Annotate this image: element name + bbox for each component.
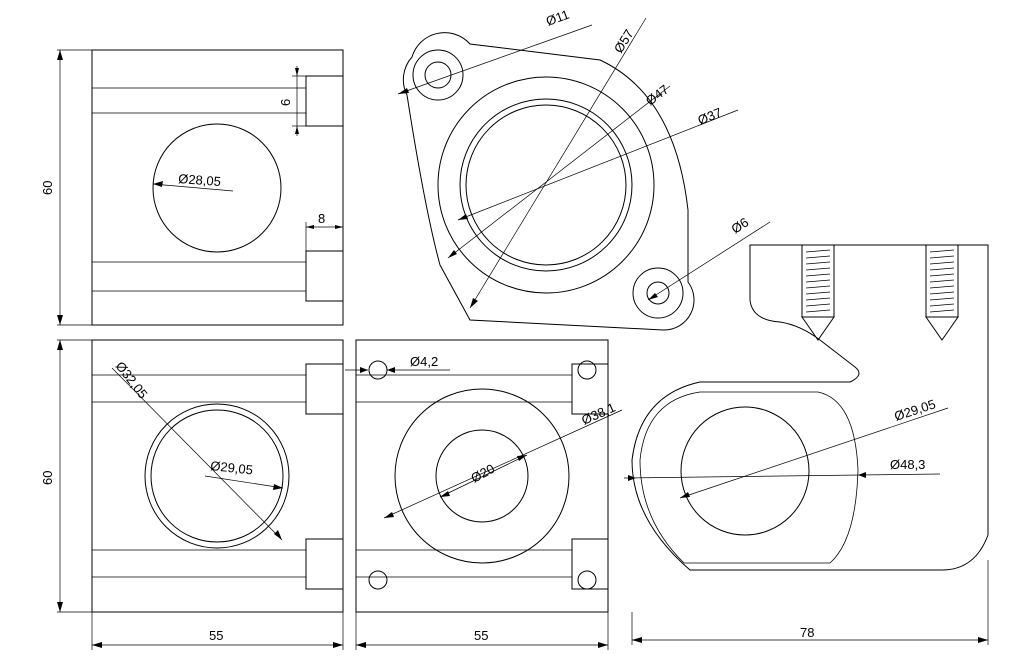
flange-pitch-circle bbox=[437, 76, 655, 294]
dim-bottom-mid-hole: Ø4,2 bbox=[410, 354, 438, 369]
dim-flange-pitch: Ø47 bbox=[643, 82, 672, 109]
dim-flange-bore: Ø37 bbox=[696, 105, 724, 128]
bolt-boss-bottom bbox=[632, 267, 684, 319]
dim-clamp-inner: Ø29,05 bbox=[892, 396, 937, 423]
dim-bottom-mid-width: 55 bbox=[474, 628, 488, 643]
block-outline bbox=[355, 339, 609, 613]
outer-circle bbox=[144, 403, 290, 549]
clamp-outline bbox=[631, 244, 989, 571]
inner-circle bbox=[150, 409, 284, 543]
dim-flange-small-hole: Ø6 bbox=[728, 214, 751, 236]
dim-bottom-mid-inner: Ø20 bbox=[468, 461, 497, 486]
dim-bottom-left-inner: Ø29,05 bbox=[210, 458, 254, 477]
flange-bore-inner bbox=[465, 104, 627, 266]
dim-clamp-width: 78 bbox=[800, 625, 814, 640]
pin-hole-bottom-left bbox=[368, 570, 388, 590]
bolt-hole-bottom bbox=[646, 281, 670, 305]
pin-hole-top-right bbox=[577, 360, 597, 380]
dim-front-step: 8 bbox=[318, 211, 325, 226]
flange-outline bbox=[402, 32, 695, 331]
view-top-left: Ø28,05 60 6 8 bbox=[40, 49, 344, 326]
inner-circle bbox=[435, 429, 529, 523]
clamp-bore bbox=[680, 406, 810, 536]
bolt-hole-top bbox=[424, 61, 452, 89]
dim-bottom-mid-outer: Ø38,1 bbox=[579, 400, 617, 428]
block-outline bbox=[91, 339, 344, 613]
pin-hole-bottom-right bbox=[577, 570, 597, 590]
outer-circle bbox=[394, 388, 570, 564]
flange-bore-outer bbox=[459, 98, 633, 272]
view-bottom-left: Ø32,05 Ø29,05 60 55 bbox=[40, 339, 344, 650]
view-flange: Ø11 Ø57 Ø47 Ø37 Ø6 bbox=[397, 7, 771, 331]
dim-bottom-left-width: 55 bbox=[209, 628, 223, 643]
pin-hole-top-left bbox=[368, 360, 388, 380]
clamp-inner-profile bbox=[639, 391, 859, 564]
bolt-boss-top bbox=[412, 49, 464, 101]
dim-front-slot: 6 bbox=[278, 99, 293, 106]
view-bottom-middle: Ø4,2 Ø38,1 Ø20 55 bbox=[345, 339, 623, 650]
view-clamp: Ø29,05 Ø48,3 78 bbox=[623, 244, 989, 645]
dim-bottom-left-outer: Ø32,05 bbox=[113, 359, 151, 402]
slot-insert-bottom bbox=[305, 250, 344, 302]
dim-flange-bolt-hole: Ø11 bbox=[544, 7, 571, 29]
dim-front-height: 60 bbox=[40, 181, 55, 195]
dim-bottom-left-height: 60 bbox=[40, 471, 55, 485]
dim-clamp-outer: Ø48,3 bbox=[890, 457, 925, 472]
slot-insert-top bbox=[305, 75, 344, 127]
dim-front-hole: Ø28,05 bbox=[178, 171, 222, 189]
block-outline bbox=[91, 49, 344, 326]
bore-circle bbox=[152, 123, 282, 253]
dim-flange-outer: Ø57 bbox=[611, 27, 637, 56]
